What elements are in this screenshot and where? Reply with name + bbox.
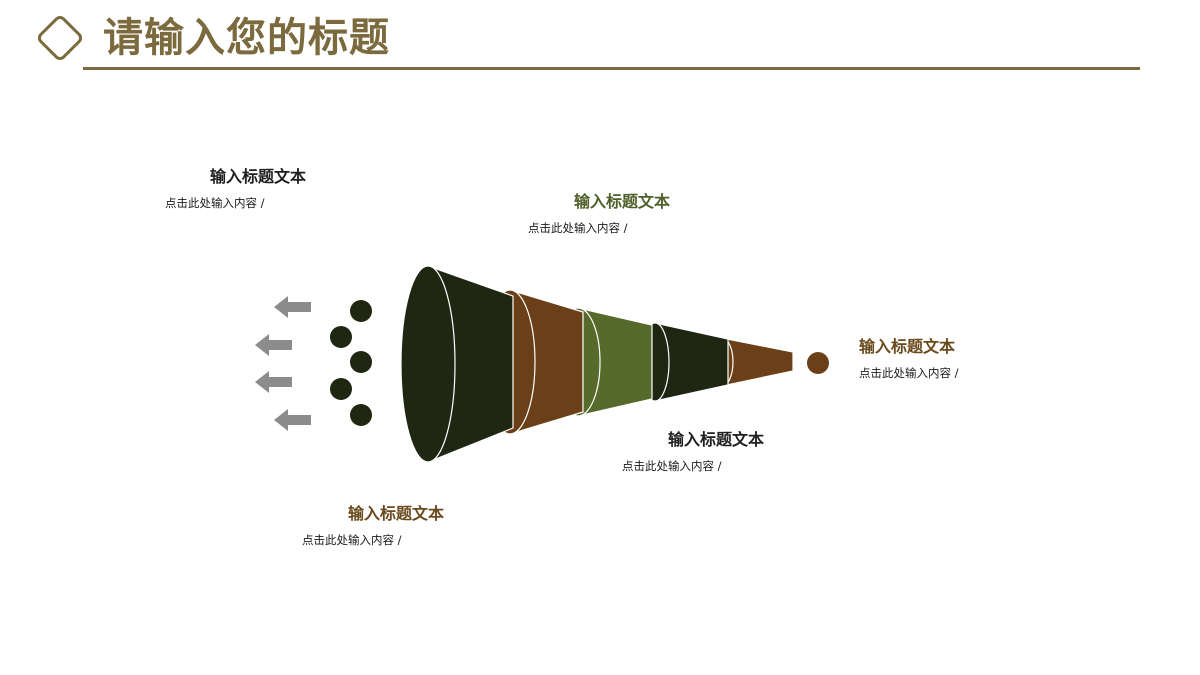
label-desc: 点击此处输入内容 / [165,196,265,210]
label-title: 输入标题文本 [348,504,445,523]
label-bottom-center: 输入标题文本 点击此处输入内容 / [622,429,764,475]
label-title: 输入标题文本 [668,430,765,449]
label-title: 输入标题文本 [210,167,307,186]
funnel-segment-1 [400,265,514,463]
label-desc: 点击此处输入内容 / [622,459,722,473]
label-top-left: 输入标题文本 点击此处输入内容 / [165,166,306,212]
funnel-segment-4 [640,322,729,402]
label-desc: 点击此处输入内容 / [302,533,402,547]
dot-icon [330,378,352,400]
dot-icon [330,326,352,348]
label-right: 输入标题文本 点击此处输入内容 / [859,336,959,382]
label-title: 输入标题文本 [859,337,956,356]
diamond-logo-icon [37,15,83,61]
left-arrow-icon [255,334,292,356]
label-desc: 点击此处输入内容 / [528,221,628,235]
dot-icon [350,300,372,322]
label-desc: 点击此处输入内容 / [859,366,959,380]
label-title: 输入标题文本 [574,192,671,211]
left-arrow-icon [274,409,311,431]
label-bottom-left: 输入标题文本 点击此处输入内容 / [302,503,444,549]
label-top-center: 输入标题文本 点击此处输入内容 / [528,191,670,237]
left-arrow-icon [274,296,311,318]
circle-end-icon [807,352,829,374]
dot-icon [350,404,372,426]
header-divider [83,67,1140,70]
dot-icon [350,351,372,373]
left-arrow-icon [255,371,292,393]
page-title: 请输入您的标题 [103,15,390,61]
